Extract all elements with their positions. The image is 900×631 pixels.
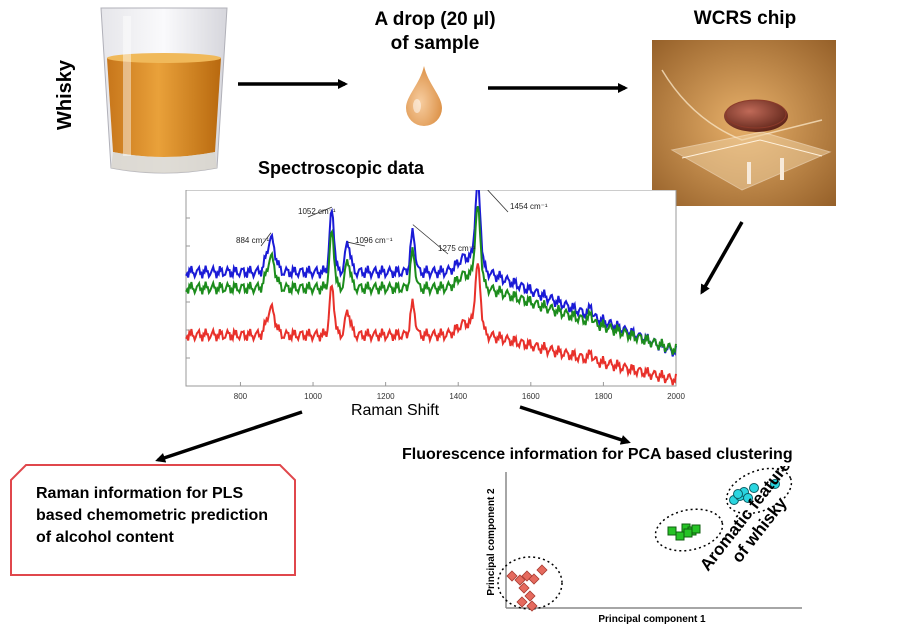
pca-point-square [675, 531, 685, 541]
spectrum-x-tick-label: 800 [234, 392, 248, 401]
raman-spectrum-chart: 800 1000 1200 1400 1600 1800 2000 884 cm⁻¹ 1052… [185, 190, 685, 419]
chip-title: WCRS chip [693, 8, 797, 29]
spectrum-series-line [185, 190, 677, 357]
pca-xlabel: Principal component 1 [598, 614, 706, 625]
pca-point-square [667, 526, 677, 536]
pca-point-diamond [514, 574, 526, 586]
fluorescence-title: Fluorescence information for PCA based c… [402, 446, 793, 463]
pca-point-diamond [506, 570, 518, 582]
pca-point-diamond [526, 600, 538, 612]
spectrum-peak-label: 1275 cm⁻¹ [438, 244, 476, 253]
drop-title: A drop (20 µl) of sample [350, 8, 520, 56]
pca-point-circle [733, 489, 743, 499]
spectroscopic-title: Spectroscopic data [258, 158, 425, 178]
pca-ylabel: Principal component 2 [486, 488, 497, 596]
pca-point-circle [749, 483, 759, 493]
spectrum-peak-leader [307, 206, 333, 218]
raman-info-text: Raman information for PLS based chemomet… [36, 485, 269, 546]
spectrum-peak-label: 1454 cm⁻¹ [510, 202, 548, 211]
spectrum-x-tick-label: 2000 [667, 392, 685, 401]
spectrum-x-tick-label: 1000 [304, 392, 322, 401]
spectrum-series-line [185, 206, 677, 355]
spectrum-peak-label: 884 cm⁻¹ [236, 236, 269, 245]
spectrum-peak-leader [412, 224, 449, 255]
raman-info-box [10, 464, 296, 576]
pca-scatter-plot: Principal component 1 Principal componen… [486, 466, 802, 625]
spectrum-peak-leader [347, 241, 366, 247]
cluster-ellipse-squares [654, 508, 724, 552]
spectrum-peak-label: 1052 cm⁻¹ [298, 207, 336, 216]
pca-point-square [691, 524, 701, 534]
spectrum-peak-leader [260, 232, 272, 247]
spectrum-x-tick-label: 1600 [522, 392, 540, 401]
drop-title-line2: of sample [390, 33, 480, 54]
pca-point-circle [743, 493, 753, 503]
spectrum-peak-label: 1096 cm⁻¹ [355, 236, 393, 245]
drop-title-line1: A drop (20 µl) [374, 9, 496, 30]
spectrum-series-line [185, 263, 677, 386]
spectrum-x-tick-label: 1400 [449, 392, 467, 401]
spectrum-xlabel: Raman Shift [351, 402, 440, 419]
pca-point-square [683, 528, 693, 538]
spectrum-x-tick-label: 1200 [377, 392, 395, 401]
pca-point-diamond [536, 564, 548, 576]
whisky-glass [100, 7, 228, 174]
spectrum-x-tick-label: 1800 [595, 392, 613, 401]
pca-point-diamond [516, 596, 528, 608]
arrow-chip-to-spectrum [700, 221, 744, 295]
pca-point-diamond [524, 590, 536, 602]
chip-photo [652, 40, 836, 206]
pca-point-circle [770, 479, 780, 489]
drop-icon [406, 66, 442, 126]
pca-point-diamond [518, 582, 530, 594]
pca-point-diamond [528, 573, 540, 585]
spectrum-peak-leader [487, 190, 509, 213]
whisky-label: Whisky [53, 59, 76, 131]
